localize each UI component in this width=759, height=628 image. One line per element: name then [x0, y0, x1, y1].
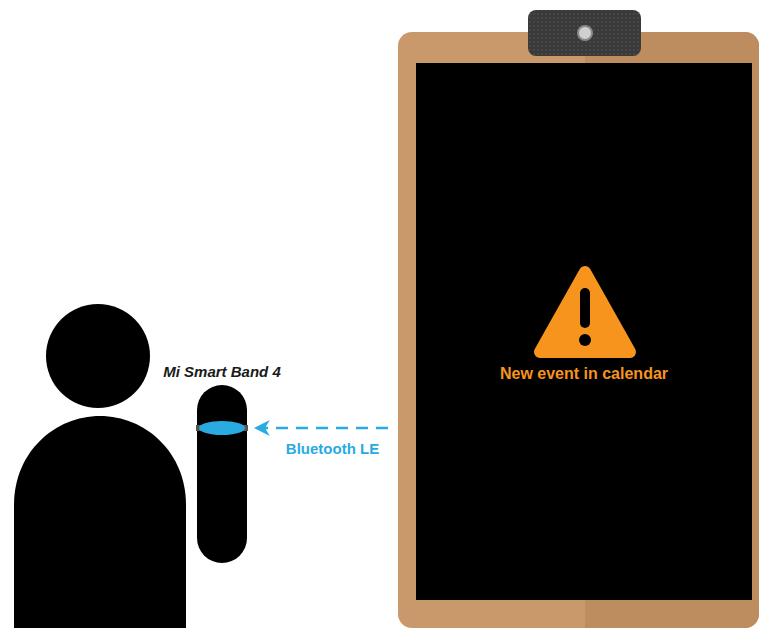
camera-lens	[578, 26, 592, 40]
warning-dot	[579, 334, 591, 346]
clipboard-board	[398, 32, 759, 628]
person-head	[46, 304, 150, 408]
warning-mark	[580, 288, 590, 328]
camera-clip	[528, 10, 641, 56]
device-label: Mi Smart Band 4	[137, 363, 307, 380]
person-body	[14, 416, 186, 628]
band-shape	[197, 385, 247, 563]
band-body	[197, 385, 247, 563]
band-display	[199, 421, 245, 435]
tablet-screen	[416, 63, 752, 600]
notification-text: New event in calendar	[416, 365, 752, 383]
smart-band: Mi Smart Band 4	[197, 385, 247, 563]
bluetooth-link	[257, 427, 388, 430]
warning-triangle	[540, 272, 630, 352]
tablet-node: New event in calendar	[398, 32, 759, 628]
link-label: Bluetooth LE	[286, 440, 379, 457]
